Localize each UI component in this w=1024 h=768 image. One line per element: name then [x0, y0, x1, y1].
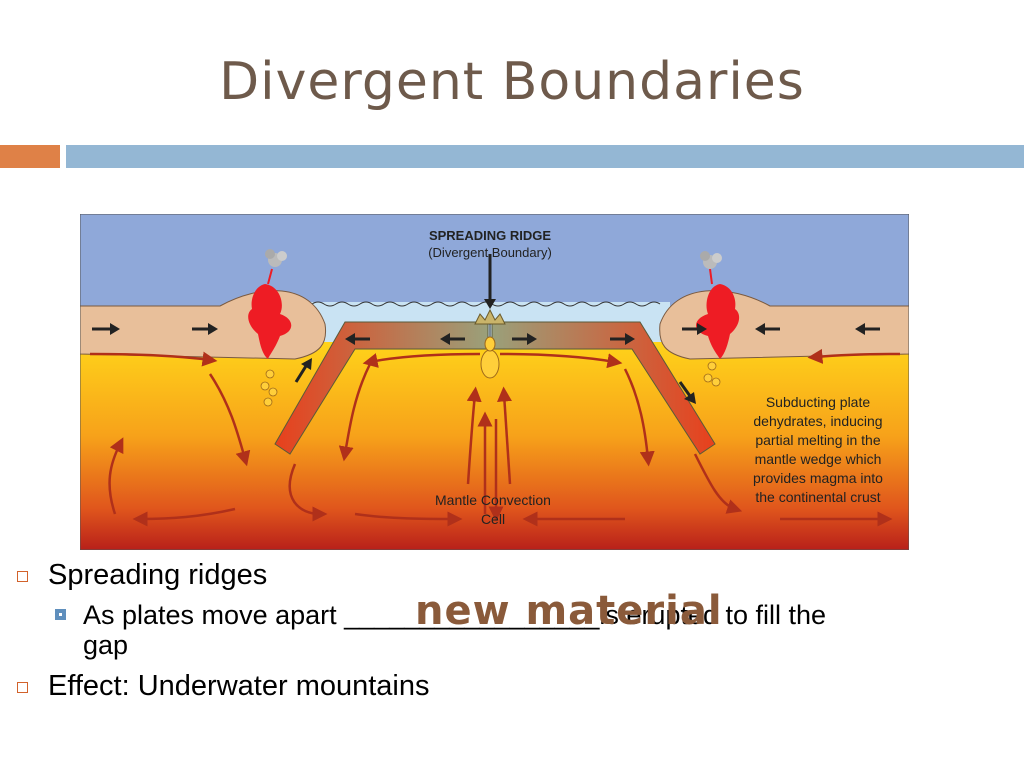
ridge-sublabel: (Divergent Boundary) [428, 245, 552, 260]
note-line-5: provides magma into [753, 470, 883, 486]
ridge-crest [474, 308, 506, 325]
slide-title: Divergent Boundaries [219, 52, 805, 112]
magma-chamber-right [696, 284, 740, 359]
sub-bullet-blank: _________________ [344, 600, 600, 630]
sub-bullet-line2: gap [83, 630, 129, 660]
divergent-boundary-diagram: SPREADING RIDGE (Divergent Boundary) Man… [80, 214, 909, 550]
mantle-label-line1: Mantle Convection [435, 492, 551, 508]
note-line-6: the continental crust [755, 489, 880, 505]
ridge-label: SPREADING RIDGE [429, 228, 551, 243]
sub-bullet-text-start: As plates move apart [83, 600, 345, 630]
bullet-square-icon [17, 571, 28, 582]
accent-bar-orange [0, 145, 60, 168]
sub-bullet-text-end: is erupted to fill the [599, 600, 827, 630]
sub-bullet-square-icon [55, 609, 66, 620]
note-line-3: partial melting in the [755, 432, 881, 448]
bullet-effect: Effect: Underwater mountains [48, 670, 430, 702]
magma-chamber-left [248, 284, 292, 359]
note-line-2: dehydrates, inducing [753, 413, 882, 429]
note-line-1: Subducting plate [766, 394, 871, 410]
accent-bar-blue [66, 145, 1024, 168]
mantle-label-line2: Cell [481, 511, 505, 527]
bullet-spreading-ridges: Spreading ridges [48, 559, 268, 591]
handwritten-answer: new material [415, 588, 723, 634]
bullet-square-icon [17, 682, 28, 693]
sub-bullet-line1: As plates move apart _________________is… [83, 600, 826, 631]
note-line-4: mantle wedge which [755, 451, 882, 467]
